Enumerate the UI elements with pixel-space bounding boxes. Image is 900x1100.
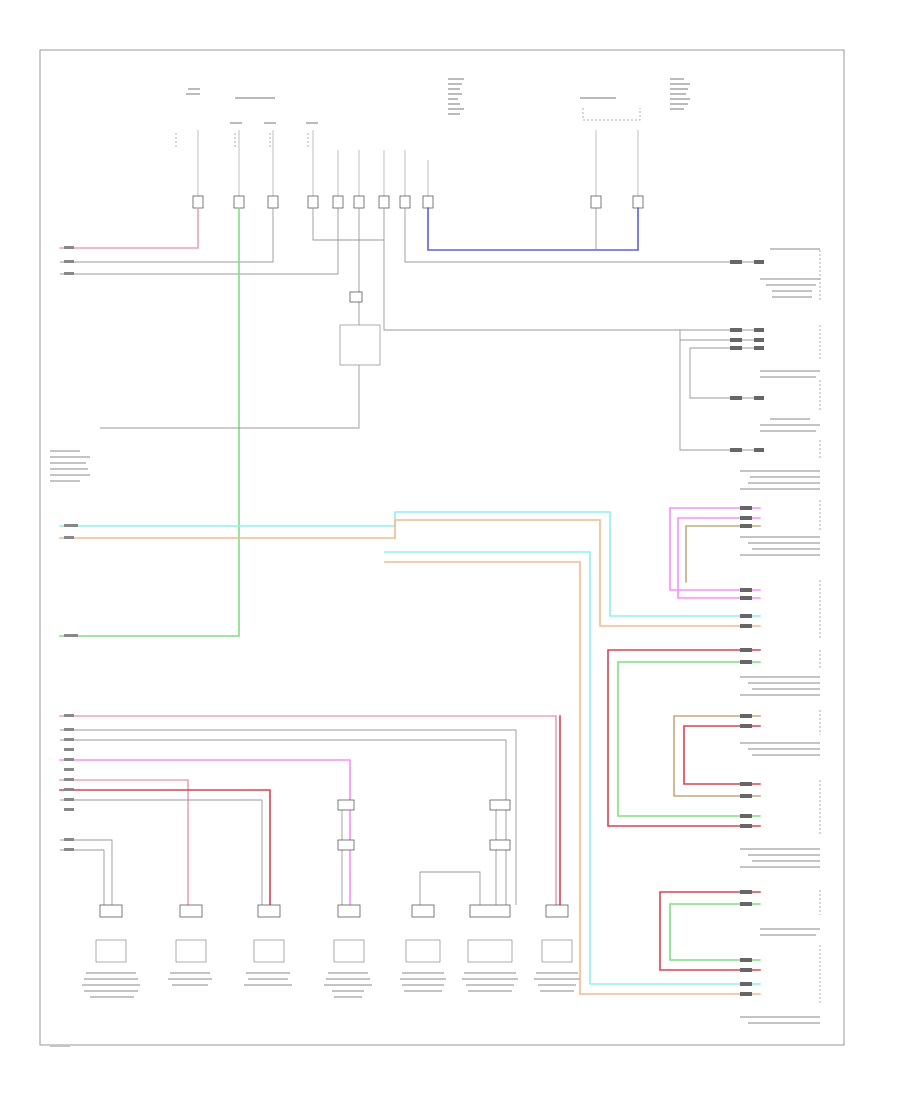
wire-magenta-bottom bbox=[59, 759, 351, 906]
wire-gray-2 bbox=[60, 208, 339, 275]
wire-green-right bbox=[617, 661, 761, 817]
wire-pink-bottom bbox=[59, 715, 557, 906]
wire-green-bottom bbox=[669, 903, 761, 961]
relay-box bbox=[339, 324, 381, 366]
diagram-frame bbox=[39, 49, 845, 1046]
wire-orange-2 bbox=[384, 561, 761, 995]
label-block bbox=[186, 78, 690, 124]
wire-gray-3 bbox=[404, 208, 760, 263]
connector-row-top bbox=[192, 195, 644, 209]
wire-gray-switch bbox=[100, 365, 360, 429]
wire-gray-1 bbox=[60, 208, 274, 263]
wire-red-right bbox=[607, 649, 761, 827]
wire-cyan-2 bbox=[384, 551, 761, 985]
wire-red-bottom bbox=[659, 891, 761, 971]
left-labels bbox=[50, 450, 90, 1047]
wire-pink-top bbox=[59, 207, 199, 249]
wire-gray-mid bbox=[358, 240, 760, 331]
bundle-connectors bbox=[337, 291, 511, 851]
right-connectors bbox=[730, 250, 821, 1005]
wire-red-bottom-left bbox=[59, 789, 271, 906]
wire-magenta-right bbox=[669, 507, 761, 591]
top-connectors bbox=[175, 78, 690, 209]
left-wire-tags bbox=[64, 246, 78, 851]
wire-blue bbox=[427, 207, 639, 251]
wire-green-long bbox=[59, 207, 240, 637]
bottom-components bbox=[82, 904, 580, 998]
wires bbox=[59, 207, 761, 995]
right-labels bbox=[740, 248, 820, 1024]
wire-tan-right bbox=[673, 715, 761, 797]
wire-cyan-1 bbox=[59, 511, 761, 617]
wire-orange-1 bbox=[59, 519, 761, 627]
